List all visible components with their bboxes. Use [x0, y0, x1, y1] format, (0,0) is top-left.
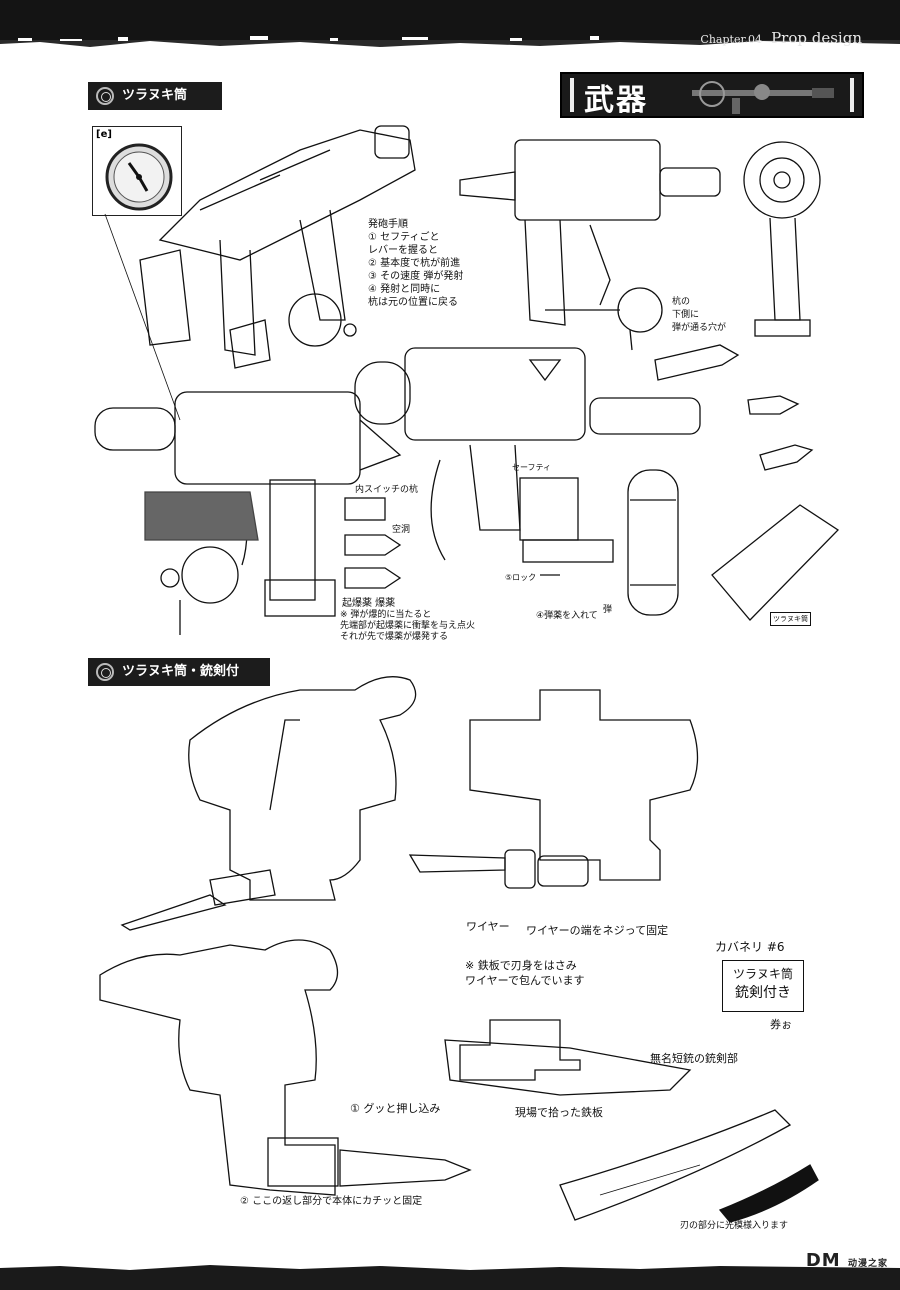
- explosive-note: 起爆薬 爆薬: [342, 598, 396, 609]
- gun-side-sketch: [459, 139, 721, 351]
- found-plate-note: 現場で拾った鉄板: [515, 1106, 603, 1119]
- banner-bar-left: [570, 78, 574, 112]
- chapter-number: Chapter.04: [700, 33, 762, 46]
- wire-note: ワイヤー: [466, 920, 510, 933]
- load-note: ④弾薬を入れて: [536, 611, 598, 621]
- bullet-note: 弾: [603, 605, 613, 615]
- swirl-icon: [96, 663, 114, 681]
- swirl-icon: [96, 87, 114, 105]
- bullet-sketches: [654, 344, 814, 471]
- section-title: ツラヌキ筒: [122, 88, 188, 103]
- weapon-banner: 武器: [560, 72, 864, 118]
- step1-note: ① グッと押し込み: [350, 1102, 441, 1115]
- watermark: DM 动漫之家: [806, 1250, 888, 1271]
- iron-plate-note: ※ 鉄板で刃身をはさみ ワイヤーで包んでいます: [465, 959, 585, 987]
- title-stamp-box: ツラヌキ筒 銃剣付き: [722, 960, 804, 1012]
- footer-texture: [0, 1265, 900, 1290]
- magazine-sketch: [627, 469, 679, 616]
- gun-emblem-icon: [692, 81, 834, 114]
- kabaneri-note: カバネリ #6: [715, 940, 785, 954]
- bayonet-gun-right-sketch: [408, 689, 699, 889]
- gauge-tag: [e]: [96, 129, 112, 140]
- magazine-tilted-sketch: [711, 504, 840, 621]
- section-label-tsuranuki: ツラヌキ筒: [88, 82, 222, 110]
- pile-note: 杭の 下側に 弾が通る穴が: [672, 297, 727, 333]
- firing-procedure-note: 発砲手順 ① セフティごと レバーを握ると ② 基本度で杭が前進 ③ その速度 …: [368, 219, 464, 308]
- blade-sketch: [559, 1109, 819, 1223]
- wire-fix-note: ワイヤーの端をネジって固定: [526, 924, 669, 937]
- chapter-heading: Chapter.04 Prop design: [700, 28, 862, 47]
- bayonet-gun-bottom-sketch: [99, 939, 472, 1196]
- header-bar: Chapter.04 Prop design: [0, 0, 900, 52]
- gun-front-sketch: [743, 141, 821, 337]
- gun-perspective-sketch: [139, 125, 416, 369]
- section-label-bayonet: ツラヌキ筒・銃剣付: [88, 658, 270, 686]
- gauge-inset: [e]: [92, 126, 182, 216]
- signature: 券ぉ: [770, 1018, 792, 1031]
- explosion-explain-note: ※ 弾が爆的に当たると 先端部が起爆薬に衝撃を与え点火 それが先で爆薬が爆発する: [340, 610, 476, 642]
- bayonet-part-note: 無名短銃の銃剣部: [650, 1052, 738, 1065]
- bayonet-gun-left-sketch: [120, 676, 417, 931]
- watermark-site: 动漫之家: [847, 1259, 888, 1269]
- chapter-title: Prop design: [771, 29, 862, 47]
- cartridge-diagrams: [344, 497, 402, 589]
- iron-plate-sketch: [444, 1019, 692, 1096]
- hollow-note: 空洞: [392, 525, 411, 535]
- banner-title: 武器: [584, 83, 648, 118]
- gun-exploded-sketch: [354, 347, 701, 576]
- stamp-line2: 銃剣付き: [735, 985, 791, 1001]
- step2-note: ② ここの返し部分で本体にカチッと固定: [240, 1196, 423, 1207]
- safety-note: セーフティ: [512, 463, 552, 472]
- blade-note: 刃の部分に光模様入ります: [680, 1221, 789, 1231]
- stamp-line1: ツラヌキ筒: [732, 967, 793, 981]
- banner-bar-right: [850, 78, 854, 112]
- watermark-brand: DM: [805, 1250, 841, 1271]
- header-texture: [0, 36, 900, 52]
- small-label-box: ツラヌキ筒: [770, 612, 811, 626]
- inner-switch-note: 内スイッチの杭: [355, 485, 419, 495]
- gauge-dial-icon: [105, 143, 173, 211]
- lock-note: ⑤ロック: [505, 573, 537, 582]
- section-title: ツラヌキ筒・銃剣付: [122, 664, 240, 679]
